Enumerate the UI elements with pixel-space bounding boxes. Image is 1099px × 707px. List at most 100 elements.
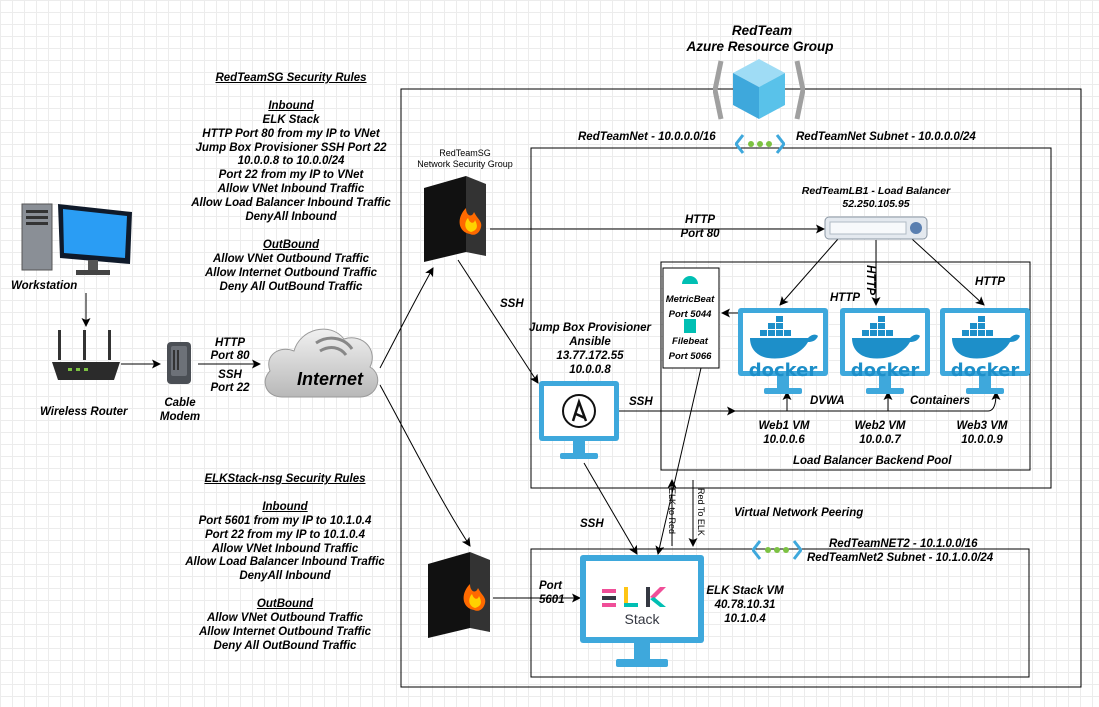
elk-vm-label-2: 40.78.10.31 — [714, 599, 776, 611]
http-lb2-label: HTTP — [864, 265, 876, 296]
docker-icon — [840, 308, 930, 394]
elk-monitor-icon — [580, 555, 704, 667]
elk-vm-label-1: ELK Stack VM — [706, 585, 784, 597]
containers-label: Containers — [910, 395, 971, 407]
load-balancer-icon — [824, 216, 928, 240]
ssh-label: SSH — [218, 369, 242, 381]
nsg-label-2: Network Security Group — [417, 159, 513, 169]
router-label: Wireless Router — [40, 406, 128, 418]
red-to-elk-label: Red To ELK — [696, 488, 706, 536]
elk-vm-label-3: 10.1.0.4 — [724, 613, 766, 625]
port5601-label-1: Port — [539, 580, 562, 592]
filebeat-label-2: Port 5066 — [668, 351, 712, 362]
elk-outbound-heading: OutBound — [256, 598, 314, 611]
beats-box — [662, 267, 720, 369]
rule-line: Allow VNet Inbound Traffic — [217, 183, 365, 196]
http-label: HTTP — [214, 337, 246, 349]
docker-icon — [738, 308, 828, 394]
modem-label-2: Modem — [159, 411, 201, 423]
edge-jump-web-ssh — [618, 391, 1001, 412]
metricbeat-label-2: Port 5044 — [668, 309, 712, 320]
http-lb3-label: HTTP — [975, 276, 1006, 288]
docker-wordmark: docker — [748, 360, 818, 381]
docker-icon — [940, 308, 1030, 394]
elk-logo — [602, 587, 666, 607]
ssh-web-label: SSH — [629, 396, 653, 408]
port80-label: Port 80 — [210, 350, 250, 362]
vnet2-icon — [752, 540, 802, 560]
edge-jump-elk — [583, 462, 638, 555]
docker-wordmark: docker — [850, 360, 920, 381]
edge-lb-web3 — [911, 238, 985, 306]
cable-modem-icon — [167, 342, 191, 384]
web1-label-2: 10.0.0.6 — [763, 434, 805, 446]
elk-rules-heading: ELKStack-nsg Security Rules — [204, 473, 366, 485]
nsg-lb-http: HTTP — [684, 214, 716, 226]
web1-label-1: Web1 VM — [758, 420, 810, 432]
rule-line: Allow Internet Outbound Traffic — [204, 266, 378, 279]
internet-label: Internet — [296, 369, 364, 389]
redteamnet2-label: RedTeamNET2 - 10.1.0.0/16 — [829, 538, 978, 550]
http-lb1-label: HTTP — [830, 292, 861, 304]
port5601-label-2: 5601 — [539, 594, 565, 606]
elk-inbound-heading: Inbound — [262, 500, 308, 513]
title-line2: Azure Resource Group — [686, 39, 834, 54]
port22-label: Port 22 — [210, 382, 250, 394]
elk-stack-wordmark: Stack — [624, 611, 660, 627]
redteamnet-box — [530, 147, 1052, 489]
web2-docker-vm: docker — [840, 308, 930, 398]
edge-internet-elk-nsg — [379, 384, 471, 547]
lb-label-2: 52.250.105.95 — [842, 198, 910, 210]
elk-to-red-label: ELK to Red — [667, 488, 677, 535]
web3-label-1: Web3 VM — [956, 420, 1008, 432]
edge-internet-nsg — [379, 267, 434, 369]
metricbeat-icon — [682, 276, 698, 284]
rule-line: Allow VNet Outbound Traffic — [206, 612, 364, 625]
docker-wordmark: docker — [950, 360, 1020, 381]
rule-line: Allow Internet Outbound Traffic — [198, 625, 372, 638]
web3-docker-vm: docker — [940, 308, 1030, 398]
workstation-icon — [21, 203, 132, 275]
rule-line: DenyAll Inbound — [245, 211, 337, 224]
rule-line: ELK Stack — [262, 113, 320, 126]
rule-line: Port 22 from my IP to VNet — [218, 169, 364, 182]
peering-label: Virtual Network Peering — [734, 507, 864, 519]
web1-docker-vm: docker — [738, 308, 828, 398]
wireless-router-icon — [52, 330, 120, 380]
redteamnet2-box — [530, 548, 1030, 678]
jumpbox-label-3: 13.77.172.55 — [556, 350, 624, 362]
redteamsg-inbound-heading: Inbound — [268, 99, 314, 112]
redteamsg-rules-heading: RedTeamSG Security Rules — [215, 72, 367, 84]
jumpbox-label-4: 10.0.0.8 — [569, 364, 611, 376]
jumpbox-vm-icon — [539, 381, 619, 459]
rule-line: HTTP Port 80 from my IP to VNet — [202, 127, 380, 140]
internet-cloud-icon — [264, 328, 379, 398]
rule-line: Allow VNet Outbound Traffic — [212, 252, 370, 265]
rule-line: Jump Box Provisioner SSH Port 22 — [195, 141, 387, 154]
title-line1: RedTeam — [731, 23, 793, 38]
nsg-lb-port80: Port 80 — [680, 228, 720, 240]
workstation-label: Workstation — [11, 280, 78, 292]
web2-label-1: Web2 VM — [854, 420, 906, 432]
rule-line: DenyAll Inbound — [239, 570, 331, 583]
elk-firewall-icon — [428, 552, 490, 638]
redteamnet-label: RedTeamNet - 10.0.0.0/16 — [578, 131, 716, 143]
dvwa-label: DVWA — [810, 395, 845, 407]
nsg-label-1: RedTeamSG — [439, 148, 491, 158]
web2-label-2: 10.0.0.7 — [859, 434, 901, 446]
jumpbox-label-2: Ansible — [569, 336, 611, 348]
filebeat-label-1: Filebeat — [672, 336, 708, 347]
rule-line: Port 5601 from my IP to 10.1.0.4 — [198, 514, 372, 527]
backend-pool-box — [660, 261, 1031, 471]
backend-pool-label: Load Balancer Backend Pool — [793, 455, 952, 467]
ssh-elk-label: SSH — [580, 518, 604, 530]
elk-stack-vm: Stack — [580, 555, 704, 675]
redteamsg-outbound-heading: OutBound — [262, 238, 320, 251]
rule-line: Deny All OutBound Traffic — [219, 280, 363, 293]
redteamnet2-subnet-label: RedTeamNet2 Subnet - 10.1.0.0/24 — [807, 552, 994, 564]
redteamsg-rules: RedTeamSG Security Rules Inbound ELK Sta… — [191, 72, 391, 294]
web3-label-2: 10.0.0.9 — [961, 434, 1003, 446]
resource-group-icon — [713, 59, 805, 120]
vnet-icon — [735, 134, 785, 154]
metricbeat-label-1: MetricBeat — [665, 294, 715, 305]
